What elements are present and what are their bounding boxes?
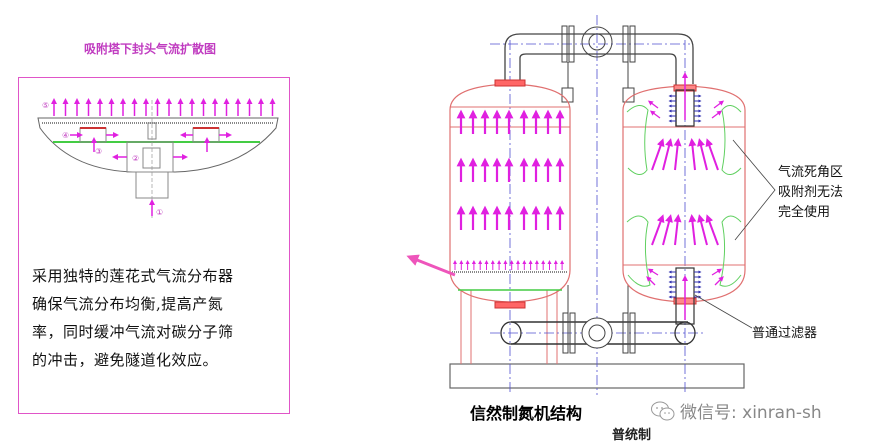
flow-arrow (711, 110, 723, 119)
diffusion-diagram-title: 吸附塔下封头气流扩散图 (83, 42, 216, 56)
description-line: 确保气流分布均衡,提高产氮 (32, 295, 224, 313)
flow-arrow (711, 268, 723, 276)
callout-line: 完全使用 (778, 205, 831, 220)
marker-1: ① (156, 208, 163, 217)
dead-zone-callout: 气流死角区 吸附剂无法 完全使用 (778, 163, 843, 223)
flow-arrow (647, 100, 659, 109)
flow-arrow (673, 214, 682, 246)
callout-line: 气流死角区 (778, 165, 844, 180)
flow-arrow (714, 276, 724, 286)
flow-arrow (697, 138, 708, 171)
flow-arrow (651, 138, 665, 171)
flow-arrow (662, 214, 673, 246)
flow-arrow (705, 138, 719, 171)
marker-5: ⑤ (42, 101, 49, 110)
right-tower-flow-arrows (646, 72, 725, 320)
marker-2: ② (132, 154, 139, 163)
flow-arrow (646, 276, 656, 286)
diffuser-up-arrows (51, 98, 276, 116)
flow-arrow (705, 214, 719, 246)
flow-arrow (647, 268, 659, 276)
description-line: 率，同时缓冲气流对碳分子筛 (32, 323, 234, 341)
flow-arrow (649, 110, 661, 119)
left-tower-flow-arrows (453, 109, 565, 270)
right-adsorption-tower (622, 72, 746, 325)
marker-4: ④ (62, 131, 69, 140)
watermark-text: 微信号: xinran-sh (680, 403, 822, 423)
flow-arrow (688, 138, 697, 171)
flow-arrow (673, 138, 682, 171)
flow-arrow (713, 100, 725, 109)
diffuser-description: 采用独特的莲花式气流分布器 确保气流分布均衡,提高产氮 率，同时缓冲气流对碳分子… (32, 262, 282, 374)
filter-callout: 普通过滤器 (752, 326, 818, 341)
flow-arrow (697, 214, 708, 246)
left-adsorption-tower (449, 79, 571, 309)
wechat-icon (651, 401, 675, 420)
flow-arrow (651, 214, 665, 246)
callout-line: 吸附剂无法 (778, 185, 844, 200)
diffuser-diagram: ⑤ ④ ③ ② ① (37, 98, 279, 220)
description-line: 的冲击，避免隧道化效应。 (32, 351, 219, 369)
flow-arrow (662, 138, 673, 171)
description-line: 采用独特的莲花式气流分布器 (32, 267, 234, 285)
nitrogen-generator-structure (406, 15, 776, 395)
watermark: 微信号: xinran-sh (650, 398, 822, 423)
flow-arrow (688, 214, 697, 246)
marker-3: ③ (95, 147, 102, 156)
structure-caption: 信然制氮机结构 (470, 404, 583, 423)
pointer-arrow (406, 254, 456, 277)
overlay-caption-fragment: 普统制 (612, 428, 652, 443)
description-frame (18, 77, 290, 414)
